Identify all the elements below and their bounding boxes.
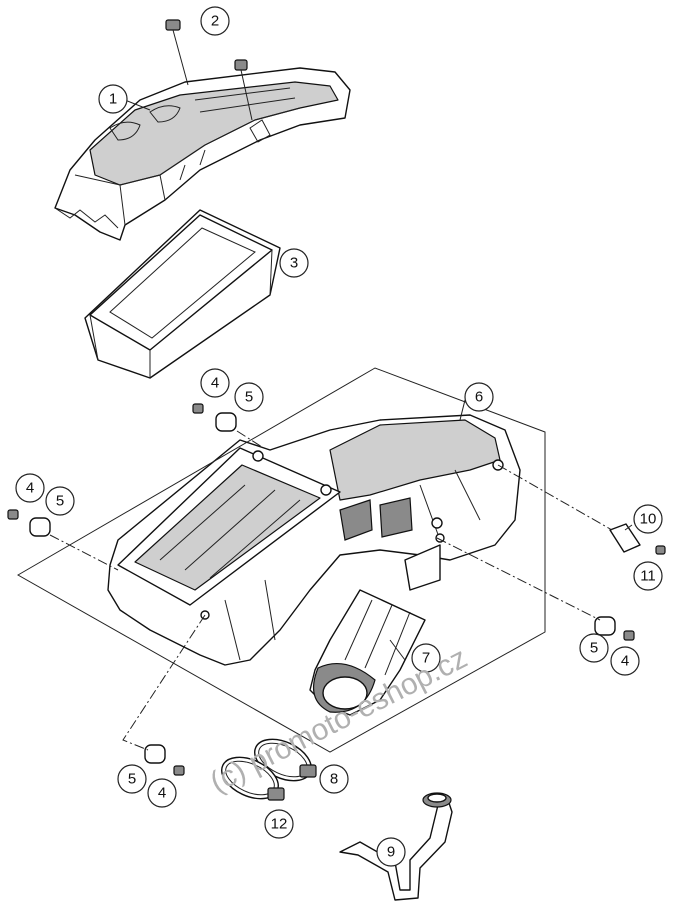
callout-7: 7 xyxy=(411,643,441,673)
svg-text:8: 8 xyxy=(330,771,338,788)
svg-text:1: 1 xyxy=(109,91,117,108)
svg-text:9: 9 xyxy=(387,844,395,861)
callout-10: 10 xyxy=(633,504,663,534)
svg-text:4: 4 xyxy=(158,785,166,802)
svg-text:4: 4 xyxy=(26,480,34,497)
alignment-line xyxy=(122,614,206,751)
callout-4: 4 xyxy=(15,473,45,503)
callout-12: 12 xyxy=(264,809,294,839)
airbox-cover xyxy=(54,67,351,241)
svg-text:5: 5 xyxy=(245,389,253,406)
svg-text:7: 7 xyxy=(422,650,430,667)
svg-text:3: 3 xyxy=(290,255,298,272)
callout-5: 5 xyxy=(117,764,147,794)
svg-text:12: 12 xyxy=(271,816,288,833)
svg-text:4: 4 xyxy=(211,375,219,392)
callout-8: 8 xyxy=(319,764,349,794)
callout-4: 4 xyxy=(147,778,177,808)
bolt-top-right xyxy=(234,59,253,121)
svg-text:2: 2 xyxy=(211,13,219,30)
svg-text:5: 5 xyxy=(56,493,64,510)
breather-hose xyxy=(339,792,453,901)
alignment-line xyxy=(497,464,613,531)
grommet-upper xyxy=(192,403,237,432)
svg-text:10: 10 xyxy=(640,511,657,528)
callout-5: 5 xyxy=(45,486,75,516)
callout-11: 11 xyxy=(633,561,663,591)
callout-5: 5 xyxy=(234,382,264,412)
callout-1: 1 xyxy=(98,84,128,114)
callout-2: 2 xyxy=(200,6,230,36)
alignment-line xyxy=(49,534,119,571)
grommet-right xyxy=(594,616,635,641)
intake-boot xyxy=(309,589,426,716)
alignment-line xyxy=(236,430,263,448)
hose-clamp-12 xyxy=(221,756,285,801)
frame-outline xyxy=(16,367,546,753)
callout-5: 5 xyxy=(579,633,609,663)
air-filter-element xyxy=(84,209,281,379)
svg-text:6: 6 xyxy=(475,389,483,406)
callout-3: 3 xyxy=(279,248,309,278)
svg-text:11: 11 xyxy=(640,568,656,585)
sensor-10 xyxy=(609,523,666,555)
svg-text:5: 5 xyxy=(128,771,136,788)
callout-9: 9 xyxy=(376,837,406,867)
airbox-housing xyxy=(107,414,521,666)
grommet-lower xyxy=(144,744,185,776)
callout-4: 4 xyxy=(200,368,230,398)
alignment-line xyxy=(436,537,601,621)
bolt-top-left xyxy=(165,19,189,86)
grommet-left xyxy=(7,509,51,537)
svg-text:4: 4 xyxy=(621,653,629,670)
svg-text:5: 5 xyxy=(590,640,598,657)
callout-6: 6 xyxy=(464,382,494,412)
callout-4: 4 xyxy=(610,646,640,676)
